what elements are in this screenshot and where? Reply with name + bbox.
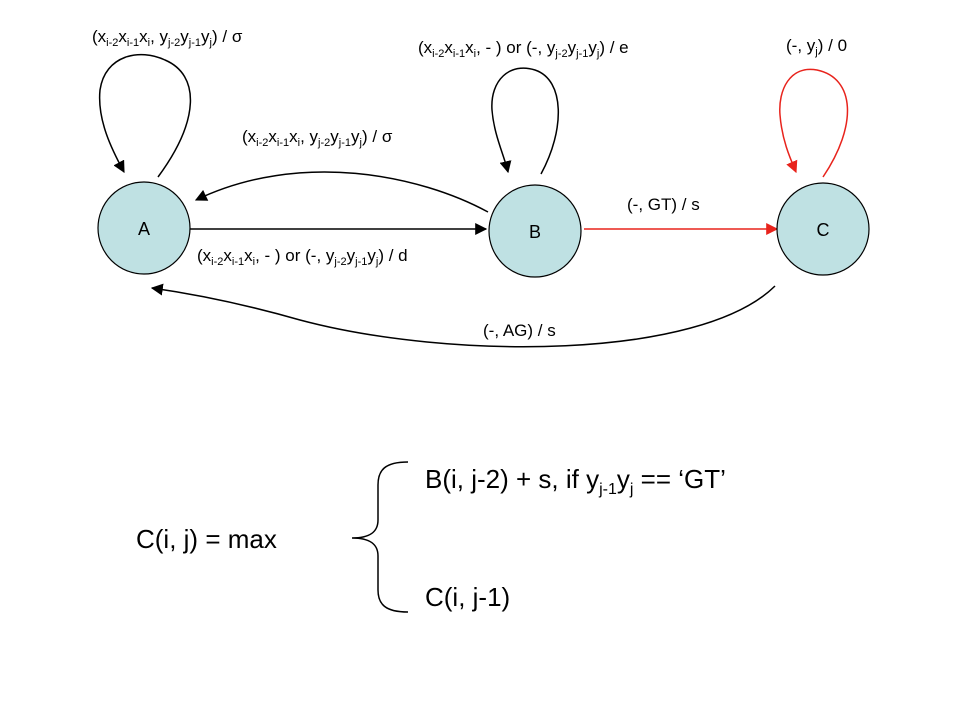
case-brace: [351, 461, 409, 613]
node-b: [488, 184, 582, 278]
edge-loop-c: [779, 68, 849, 178]
equation-lhs: C(i, j) = max: [136, 524, 277, 554]
edge-c-to-a: [150, 283, 776, 348]
node-c: [776, 182, 870, 276]
label-a-to-b: (xi-2xi-1xi, - ) or (-, yj-2yj-1yj) / d: [197, 246, 408, 268]
equation-case-2: C(i, j-1): [425, 582, 511, 612]
label-loop-c: (-, yj) / 0: [786, 36, 848, 58]
label-c-to-a: (-, AG) / s: [483, 321, 556, 340]
label-loop-a: (xi-2xi-1xi, yj-2yj-1yj) / σ: [92, 27, 243, 49]
node-a: [97, 181, 191, 275]
node-c-label: C: [817, 220, 830, 240]
node-a-label: A: [138, 219, 150, 239]
label-b-to-a: (xi-2xi-1xi, yj-2yj-1yj) / σ: [242, 127, 393, 149]
edge-loop-b: [491, 67, 559, 175]
node-b-label: B: [529, 222, 541, 242]
edge-loop-a: [98, 53, 192, 178]
label-b-to-c: (-, GT) / s: [627, 195, 700, 214]
equation-case-1: B(i, j-2) + s, if yj-1yj == ‘GT’: [425, 464, 726, 498]
edge-b-to-a: [194, 171, 489, 213]
label-loop-b: (xi-2xi-1xi, - ) or (-, yj-2yj-1yj) / e: [418, 38, 629, 60]
